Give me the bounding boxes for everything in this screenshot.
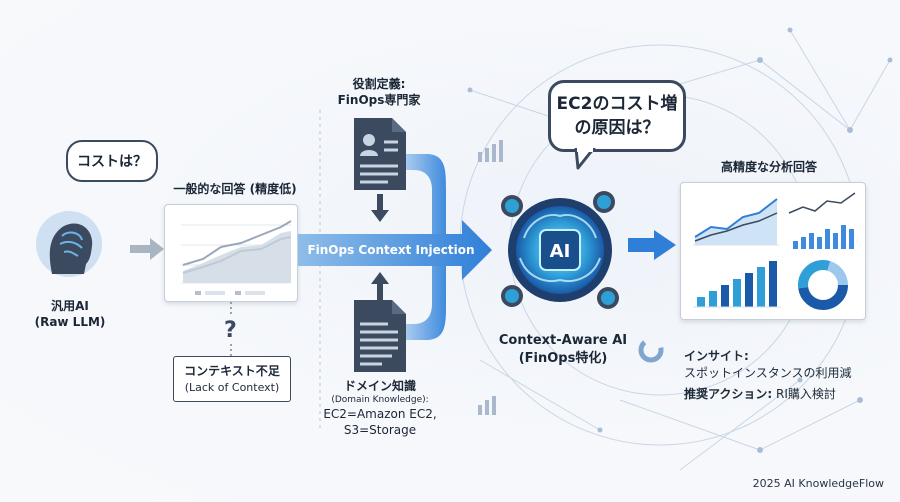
context-aware-ai-label: Context-Aware AI (FinOps特化): [488, 332, 638, 368]
context-injection-label: FinOps Context Injection: [307, 243, 475, 257]
domain-knowledge-label: ドメイン知識 (Domain Knowledge): EC2=Amazon EC…: [322, 378, 438, 438]
context-aware-ai-line1: Context-Aware AI: [498, 333, 628, 348]
action-value: RI購入検討: [776, 387, 836, 401]
bubble-tail: [574, 148, 596, 170]
question-bubble-left: コストは？: [66, 140, 158, 182]
insight-row: インサイト:: [684, 348, 852, 365]
lack-subtitle: (Lack of Context): [184, 381, 280, 394]
action-row: 推奨アクション: RI購入検討: [684, 386, 852, 403]
human-head-icon: [36, 211, 102, 277]
context-aware-ai-line2: (FinOps特化): [518, 351, 608, 366]
down-arrow-icon: [371, 194, 389, 222]
ai-brain-chip-icon: [501, 191, 619, 309]
generic-answer-title: 一般的な回答 (精度低): [173, 182, 297, 196]
lack-title: コンテキスト不足: [184, 364, 280, 378]
question-mark: ?: [224, 318, 237, 343]
right-question-line2: の原因は？: [574, 118, 660, 138]
action-key: 推奨アクション:: [684, 387, 773, 401]
domain-document-icon: [354, 300, 406, 372]
generic-ai-label-line2: (Raw LLM): [34, 315, 106, 329]
question-text: コストは？: [77, 154, 147, 170]
domain-line-2: S3=Storage: [343, 423, 417, 437]
role-value: FinOps専門家: [337, 93, 421, 107]
footer-credit: 2025 AI KnowledgeFlow: [752, 477, 884, 490]
role-document-icon: [354, 118, 406, 190]
blue-arrow-right: [628, 230, 676, 260]
up-arrow-icon: [371, 272, 389, 300]
accurate-answer-dashboard: [680, 182, 866, 320]
question-bubble-right: EC2のコスト増 の原因は？: [548, 80, 686, 152]
insight-block: インサイト: スポットインスタンスの利用減 推奨アクション: RI購入検討: [684, 348, 852, 403]
dashboard-charts: [693, 192, 856, 310]
lack-of-context-box: コンテキスト不足 (Lack of Context): [173, 356, 291, 402]
generic-line-chart: [181, 220, 292, 295]
context-injection-arrow: [298, 154, 492, 340]
domain-title: ドメイン知識: [343, 379, 416, 393]
role-title: 役割定義:: [352, 77, 406, 91]
ai-badge-text: AI: [549, 241, 571, 262]
accurate-answer-title: 高精度な分析回答: [720, 160, 817, 174]
insight-key: インサイト:: [684, 349, 749, 363]
insight-value: スポットインスタンスの利用減: [684, 366, 852, 380]
grey-arrow-right: [130, 238, 164, 260]
role-definition-label: 役割定義: FinOps専門家: [324, 76, 434, 108]
generic-ai-label-line1: 汎用AI: [51, 299, 89, 313]
generic-ai-label: 汎用AI (Raw LLM): [30, 298, 110, 330]
right-question-line1: EC2のコスト増: [556, 94, 678, 114]
dotted-connector: [230, 302, 232, 356]
domain-line-1: EC2=Amazon EC2,: [323, 407, 437, 421]
generic-answer-chart: [164, 204, 298, 302]
domain-subtitle: (Domain Knowledge):: [331, 395, 429, 405]
